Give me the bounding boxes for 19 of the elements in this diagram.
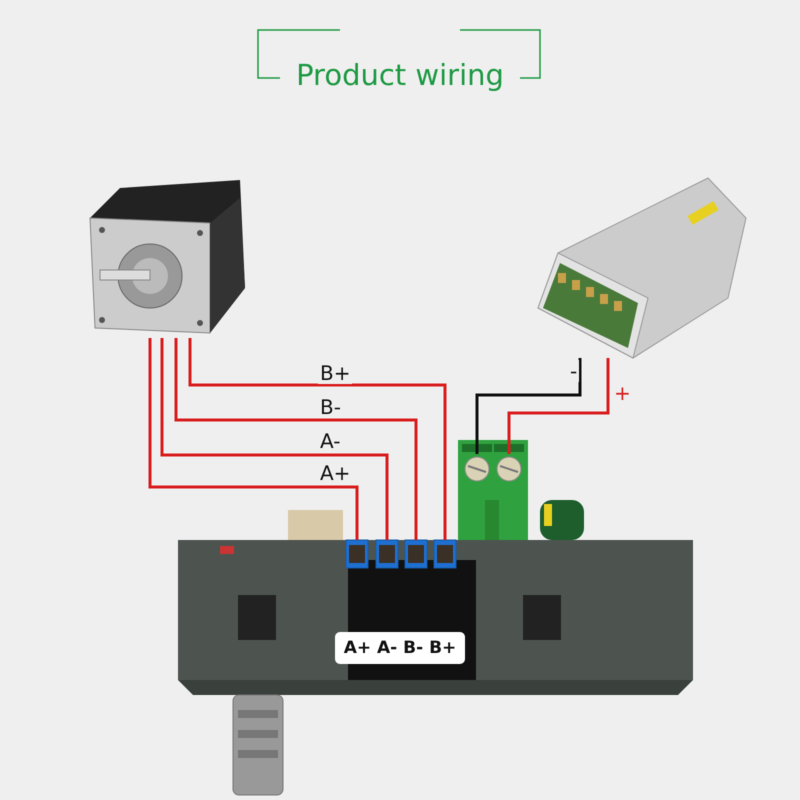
title: Product wiring bbox=[295, 58, 505, 92]
wire bbox=[174, 338, 418, 540]
edge-label: - bbox=[568, 360, 580, 382]
edge-label: + bbox=[613, 382, 632, 404]
wire bbox=[148, 338, 358, 540]
wire bbox=[188, 338, 446, 540]
power-supply-drawing bbox=[538, 178, 746, 358]
wire bbox=[508, 358, 610, 454]
wire bbox=[476, 358, 582, 454]
terminal-screw-slot bbox=[434, 540, 456, 568]
wire bbox=[160, 338, 388, 540]
terminal-label: A+ A- B- B+ bbox=[335, 632, 465, 664]
terminal-screw-slot bbox=[405, 540, 427, 568]
terminal-screw-slot bbox=[346, 540, 368, 568]
controller-module-drawing bbox=[178, 540, 693, 680]
terminal-screw bbox=[496, 454, 522, 484]
terminal-screw-slot bbox=[376, 540, 398, 568]
terminal-screw bbox=[464, 454, 490, 484]
edge-label: B+ bbox=[318, 362, 352, 384]
